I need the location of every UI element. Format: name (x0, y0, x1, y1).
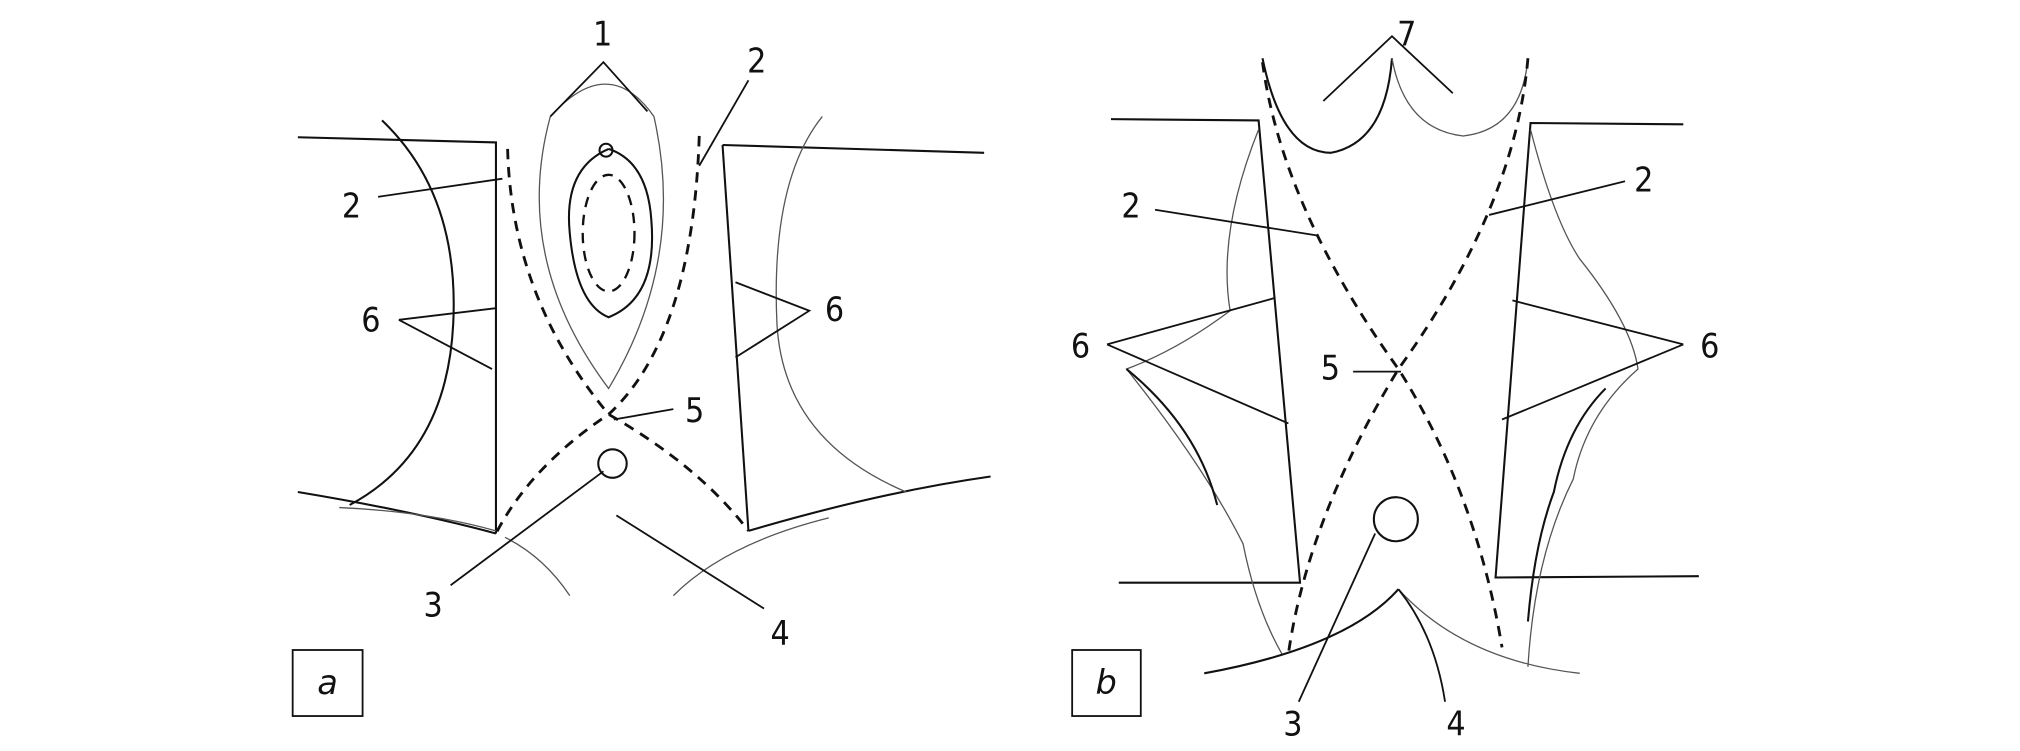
label-6-right: 6 (825, 290, 844, 329)
panel-a: 1 2 2 6 6 5 3 4 a (291, 14, 991, 717)
panel-b-label: b (1095, 663, 1116, 702)
label-6-left: 6 (361, 300, 380, 339)
label-1: 1 (593, 14, 612, 53)
label-5: 5 (1321, 348, 1340, 387)
label-7: 7 (1397, 14, 1416, 53)
panel-a-drawing (297, 60, 991, 610)
panel-b-label-box (1071, 649, 1142, 717)
label-2-right: 2 (1634, 161, 1653, 200)
label-4: 4 (1446, 704, 1465, 743)
label-3: 3 (1283, 704, 1302, 743)
label-6-right: 6 (1700, 326, 1719, 365)
panel-b: 7 2 2 6 6 5 3 4 b (1071, 14, 1720, 743)
label-2-left: 2 (1121, 187, 1140, 226)
label-6-left: 6 (1071, 326, 1090, 365)
label-3: 3 (423, 585, 442, 624)
label-2-left: 2 (342, 187, 361, 226)
panel-a-label: a (317, 663, 338, 702)
panel-b-drawing (1106, 35, 1699, 703)
label-5: 5 (685, 391, 704, 430)
label-4: 4 (770, 614, 789, 653)
panel-a-label-box (291, 649, 364, 717)
label-2-right: 2 (747, 42, 766, 81)
